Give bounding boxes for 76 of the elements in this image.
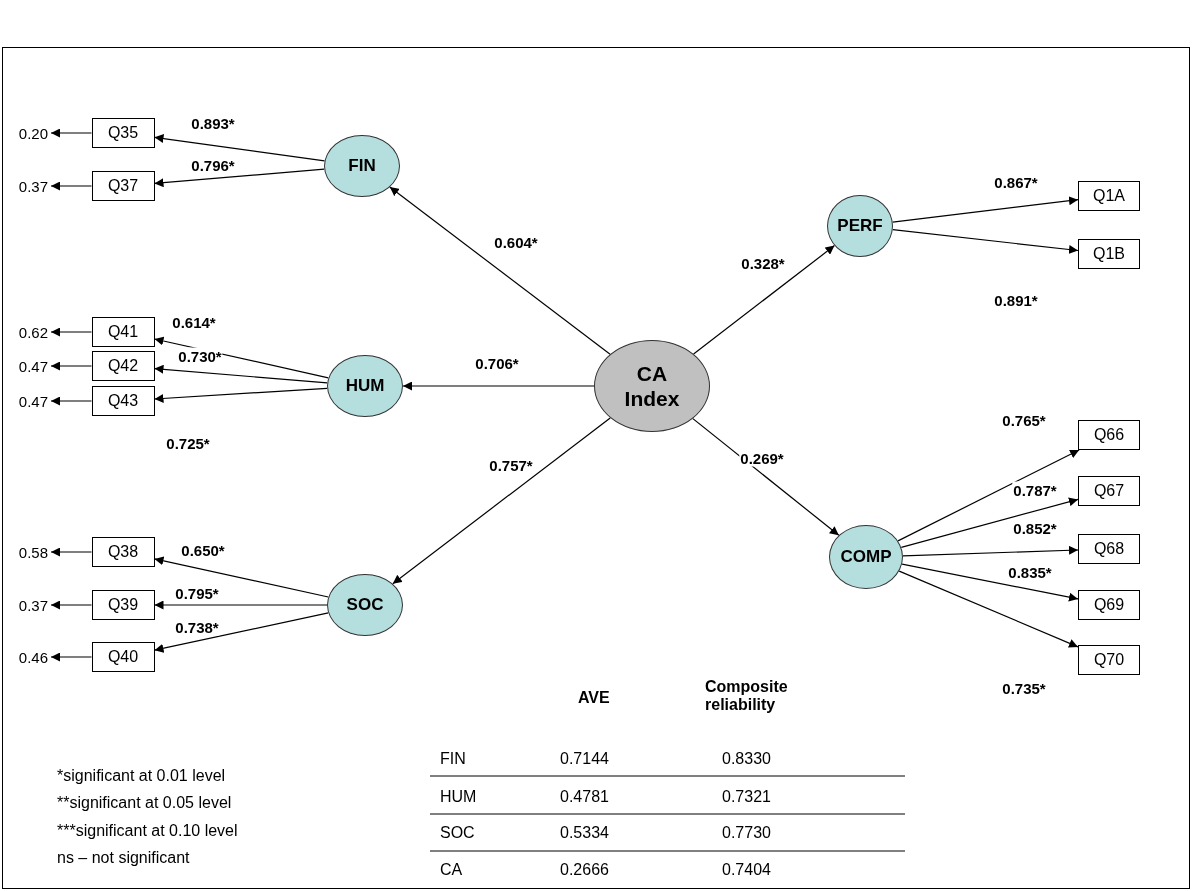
latent-variable-ellipse: COMP (829, 525, 903, 589)
path-coefficient: 0.787* (1012, 481, 1058, 499)
arrow (892, 229, 1079, 254)
arrow (50, 327, 93, 337)
latent-variable-ellipse: HUM (327, 355, 403, 417)
arrow (50, 128, 93, 138)
error-variance-value: 0.20 (12, 123, 48, 143)
table-header: AVE (578, 689, 610, 707)
indicator-box: Q40 (91, 642, 155, 672)
indicator-box: Q69 (1078, 590, 1140, 620)
arrow (153, 364, 328, 384)
arrow (402, 381, 595, 391)
table-header: Composite reliability (705, 678, 789, 714)
indicator-box: Q35 (91, 118, 155, 148)
table-cell: 0.7730 (722, 824, 771, 842)
note-text: **significant at 0.05 level (57, 794, 232, 812)
arrow (900, 497, 1079, 548)
latent-variable-ellipse: SOC (327, 574, 403, 636)
arrow (50, 361, 93, 371)
indicator-box: Q42 (91, 351, 155, 381)
indicator-box: Q1B (1078, 239, 1140, 269)
arrow (692, 418, 840, 536)
arrow (902, 545, 1079, 557)
error-variance-value: 0.58 (12, 542, 48, 562)
arrow (50, 547, 93, 557)
error-variance-value: 0.62 (12, 322, 48, 342)
table-cell: FIN (440, 750, 466, 768)
arrow (392, 417, 611, 585)
table-cell: 0.7144 (560, 750, 609, 768)
error-variance-value: 0.46 (12, 647, 48, 667)
error-variance-value: 0.37 (12, 176, 48, 196)
table-cell: 0.8330 (722, 750, 771, 768)
indicator-box: Q66 (1078, 420, 1140, 450)
latent-variable-ellipse: FIN (324, 135, 400, 197)
table-cell: CA (440, 861, 463, 879)
error-variance-value: 0.37 (12, 595, 48, 615)
arrow (50, 396, 93, 406)
indicator-box: Q1A (1078, 181, 1140, 211)
note-text: ***significant at 0.10 level (57, 822, 238, 840)
latent-variable-ellipse: CA Index (594, 340, 710, 432)
arrow (153, 134, 326, 162)
arrow (50, 652, 93, 662)
indicator-box: Q37 (91, 171, 155, 201)
table-cell: SOC (440, 824, 475, 842)
arrow (153, 600, 328, 610)
indicator-box: Q38 (91, 537, 155, 567)
arrow (153, 612, 329, 653)
path-coefficient: 0.730* (177, 347, 223, 365)
arrow (901, 563, 1079, 602)
table-cell: 0.7321 (722, 788, 771, 806)
arrow (50, 600, 93, 610)
table-cell: 0.2666 (560, 861, 609, 879)
arrow (153, 387, 328, 403)
latent-variable-ellipse: PERF (827, 195, 893, 257)
error-variance-value: 0.47 (12, 391, 48, 411)
indicator-box: Q43 (91, 386, 155, 416)
table-cell: 0.5334 (560, 824, 609, 842)
arrow (153, 168, 325, 188)
arrow (693, 245, 836, 355)
arrow (389, 186, 611, 355)
error-variance-value: 0.47 (12, 356, 48, 376)
table-cell: 0.4781 (560, 788, 609, 806)
indicator-box: Q39 (91, 590, 155, 620)
indicator-box: Q70 (1078, 645, 1140, 675)
note-text: *significant at 0.01 level (57, 767, 226, 785)
table-cell: HUM (440, 788, 477, 806)
table-cell: 0.7404 (722, 861, 771, 879)
indicator-box: Q68 (1078, 534, 1140, 564)
indicator-box: Q67 (1078, 476, 1140, 506)
arrow (898, 570, 1079, 648)
note-text: ns – not significant (57, 849, 190, 867)
arrow (153, 556, 329, 598)
indicator-box: Q41 (91, 317, 155, 347)
arrow (50, 181, 93, 191)
arrow (897, 449, 1080, 542)
arrow (892, 196, 1079, 223)
